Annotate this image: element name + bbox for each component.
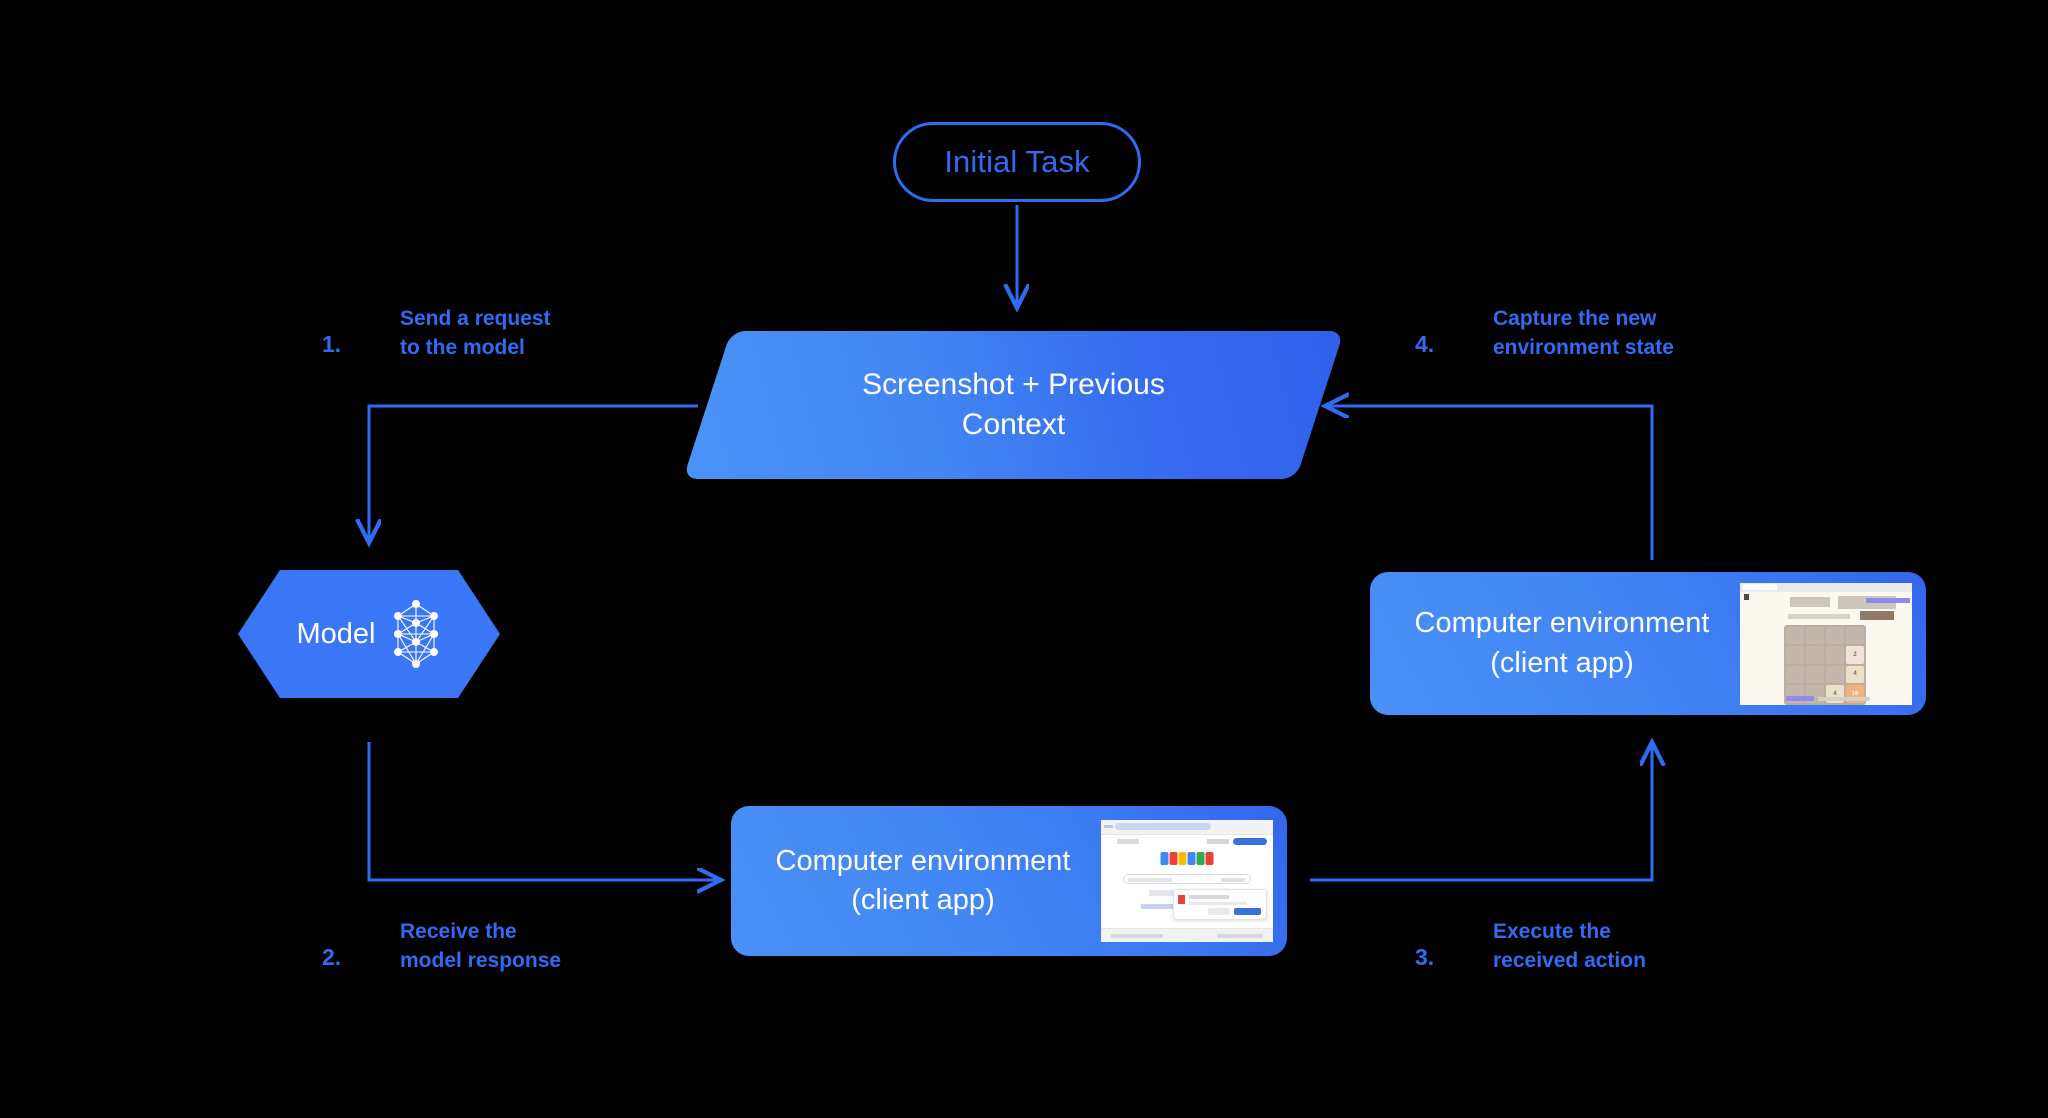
step-2-text: Receive the model response [400,920,562,972]
tile-empty [1826,646,1844,664]
footer-link [1786,695,1814,701]
tile-value: 4 [1846,665,1864,683]
model-node[interactable]: Model [238,570,500,698]
tile-value: 2 [1846,646,1864,664]
popup-dialog [1173,889,1267,920]
initial-task-node[interactable]: Initial Task [893,122,1141,202]
model-node-content: Model [238,570,500,698]
model-node-label: Model [296,617,376,650]
tile-empty [1786,646,1804,664]
tile-empty [1786,626,1804,644]
popup-cancel-button [1208,908,1230,915]
step-4-number: 4. [1415,331,1435,357]
popup-title [1189,895,1229,899]
header-links [1866,597,1910,603]
model-node-shape [238,570,500,698]
context-node-text: Screenshot + Previous Context [707,331,1320,479]
env-right-thumbnail: 2 4 4 16 [1740,582,1912,705]
env-right-label-line2: (client app) [1490,646,1634,679]
step-1-text: Send a request to the model [400,307,551,359]
game-title [1790,596,1830,607]
game-subtitle [1788,613,1850,619]
search-button [1149,890,1175,896]
browser-tab [1743,583,1777,590]
step-4-label: 4. Capture the new environment state [1415,305,1745,383]
env-bottom-text: Computer environment (client app) [731,842,1101,921]
browser-url-bar [1115,823,1211,830]
step-1-label: 1. Send a request to the model [322,305,642,383]
step-3-text: Execute the received action [1493,920,1646,972]
page-breadcrumb [1117,839,1139,844]
browser-nav-icons [1104,825,1113,828]
footer-text [1818,696,1870,701]
connector-env-bottom-to-env-right [1310,745,1652,882]
popup-icon [1178,895,1185,904]
step-2-number: 2. [322,944,342,970]
env-bottom-thumbnail [1101,820,1273,942]
tile-empty [1826,626,1844,644]
context-node[interactable]: Screenshot + Previous Context [682,331,1345,479]
tile-empty [1806,646,1824,664]
step-4-text: Capture the new environment state [1493,307,1674,359]
tile-empty [1826,665,1844,683]
google-search-screenshot [1101,820,1273,942]
new-game-button [1860,610,1894,620]
env-right-text: Computer environment (client app) [1370,604,1740,683]
env-bottom-label-line2: (client app) [851,884,995,916]
env-bottom-label-line1: Computer environment [775,844,1071,877]
step-1-number: 1. [322,331,342,357]
game-2048-screenshot: 2 4 4 16 [1740,582,1912,705]
tile-empty [1846,626,1864,644]
popup-body [1189,902,1247,905]
popup-confirm-button [1234,908,1261,915]
sign-in-button [1233,838,1267,845]
env-right-label-line1: Computer environment [1414,607,1710,640]
browser-chrome-bar [1740,582,1912,592]
initial-task-label: Initial Task [944,144,1090,179]
step-3-number: 3. [1415,944,1435,970]
step-2-label: 2. Receive the model response [322,918,642,996]
context-node-label-line2: Context [961,408,1066,441]
env-bottom-node[interactable]: Computer environment (client app) [731,806,1287,956]
tile-empty [1806,626,1824,644]
tile-empty [1806,665,1824,683]
favicon-icon [1744,593,1749,600]
env-right-node[interactable]: Computer environment (client app) [1370,572,1926,715]
page-footer [1101,928,1273,942]
google-logo-icon [1160,852,1214,865]
game-board: 2 4 4 16 [1784,624,1866,705]
neural-network-icon [393,600,438,668]
connector-context-to-model [369,404,698,540]
connector-model-to-env-bottom [367,742,718,880]
context-node-label-line1: Screenshot + Previous [862,368,1165,402]
step-3-label: 3. Execute the received action [1415,918,1745,996]
tile-empty [1786,665,1804,683]
header-links [1207,839,1229,844]
connector-env-right-to-context [1328,406,1654,560]
search-input [1123,874,1251,884]
